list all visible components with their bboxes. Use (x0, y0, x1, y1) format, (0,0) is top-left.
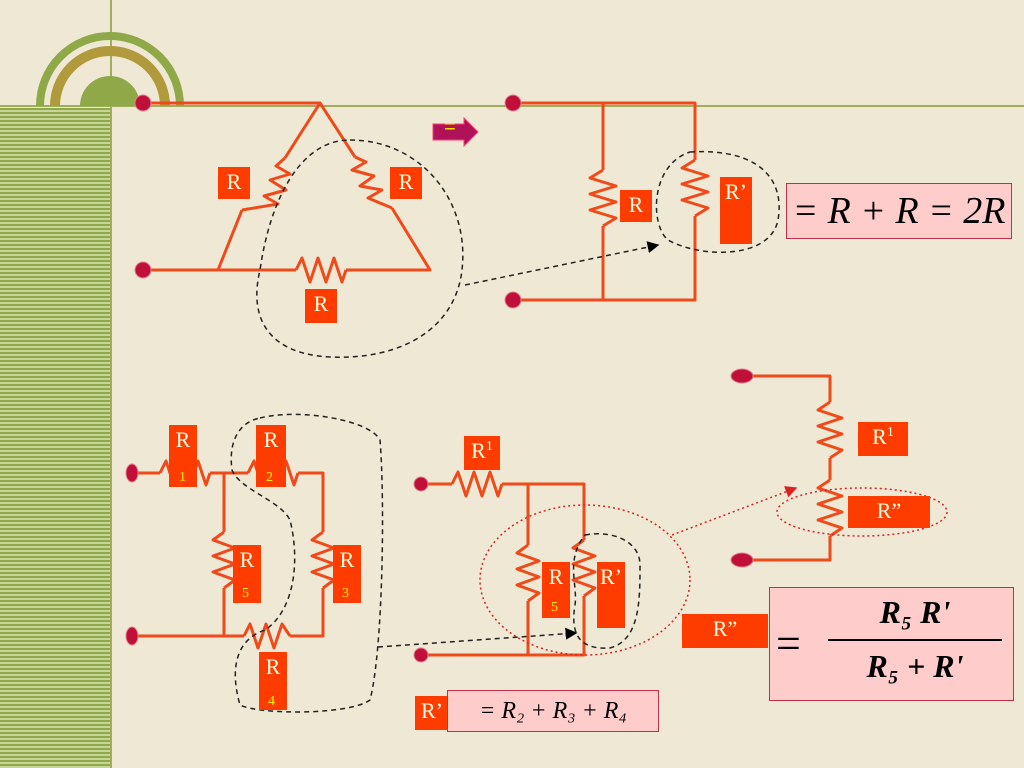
dashed-group-delta (256, 139, 464, 358)
terminal-series-top (730, 368, 754, 384)
label-bridge-r4: R (259, 652, 287, 710)
reduced-resistor-r1 (450, 470, 504, 498)
delta-resistor-right (350, 155, 393, 210)
equivalence-arrow-icon (432, 116, 479, 148)
label-bridge-r3-main: R (339, 547, 355, 572)
bridge-resistor-r4 (242, 622, 292, 650)
red-dotted-arrow (671, 486, 798, 536)
delta-circuit (143, 101, 432, 284)
label-series-r1-sub: 1 (886, 425, 894, 440)
bridge-resistor-r5 (211, 530, 237, 590)
label-bridge-r3: R (333, 545, 361, 603)
label-bridge-r5-sub: 5 (242, 586, 249, 601)
dashed-group-bridge (230, 413, 384, 713)
label-parallel-r: R (620, 190, 652, 222)
left-stripe-panel (0, 108, 110, 768)
label-bridge-r1-main: R (175, 427, 191, 452)
terminal-reduced-bottom (413, 647, 429, 663)
label-bridge-r1: R (169, 425, 197, 487)
terminal-delta-top (134, 94, 152, 112)
label-series-r1-main: R (872, 424, 887, 449)
dashed-arrow-bottom (377, 627, 578, 648)
delta-resistor-left (241, 156, 292, 212)
equation-rprime: = R₂ + R₃ + R₄ (447, 690, 659, 732)
dashed-group-reduced (572, 533, 641, 649)
label-bridge-r4-sub: 4 (268, 694, 275, 709)
label-rprime-equation: R’ (415, 696, 449, 730)
label-series-rdouble: R” (848, 496, 930, 528)
dashed-arrow-top (464, 241, 660, 286)
label-reduced-r1-main: R (471, 438, 486, 463)
reduced-resistor-rprime (571, 538, 597, 598)
equation-rdouble-equals: = (776, 619, 801, 668)
delta-resistor-bottom (294, 256, 348, 284)
label-delta-left: R (218, 167, 250, 199)
label-reduced-r5-sub: 5 (551, 600, 558, 615)
label-bridge-r2-sub: 2 (266, 470, 273, 485)
label-bridge-r1-sub: 1 (179, 470, 186, 485)
terminal-bridge-top (125, 463, 139, 483)
label-bridge-r2: R (256, 425, 286, 487)
red-dotted-group-parallel (479, 504, 691, 656)
terminal-series-bottom (730, 552, 754, 568)
red-dotted-group-series (776, 487, 948, 537)
label-bridge-r2-main: R (263, 427, 279, 452)
reduced-resistor-r5 (515, 543, 541, 603)
label-bridge-r5: R (233, 545, 261, 603)
dashed-group-rprime (655, 150, 780, 253)
label-reduced-r1-sub: 1 (485, 439, 493, 454)
terminal-reduced-top (413, 476, 429, 492)
parallel-resistor-r (588, 168, 618, 228)
equation-rdouble-denominator: R₅ + R' (866, 648, 964, 684)
parallel-resistor-rprime (680, 158, 710, 218)
label-reduced-rprime: R’ (597, 562, 625, 628)
terminal-bridge-bottom (125, 626, 139, 646)
fraction-bar (828, 639, 1002, 641)
equivalence-symbol: = (444, 116, 456, 138)
label-bridge-r3-sub: 3 (342, 586, 349, 601)
arc-logo (36, 32, 184, 107)
label-rdouble-equation: R” (682, 614, 768, 648)
label-bridge-r5-main: R (239, 547, 255, 572)
label-reduced-r5-main: R (548, 564, 564, 589)
label-reduced-r5: R (542, 562, 570, 618)
series-resistor-r1 (816, 400, 844, 460)
label-bridge-r4-main: R (265, 654, 281, 679)
terminal-parallel-bottom (504, 291, 522, 309)
equation-top: = R + R = 2R (786, 183, 1012, 239)
label-delta-right: R (390, 167, 422, 199)
equation-rdouble: = R₅ R' R₅ + R' (769, 587, 1014, 701)
terminal-parallel-top (504, 94, 522, 112)
label-delta-bottom: R (305, 289, 337, 323)
series-resistor-rdouble (816, 478, 844, 538)
bridge-resistor-r3 (310, 530, 336, 590)
parallel-circuit (513, 101, 710, 302)
label-parallel-rprime: R’ (720, 177, 752, 244)
series-circuit (742, 374, 844, 562)
equation-rdouble-numerator: R₅ R' (879, 594, 951, 630)
terminal-delta-bottom (134, 261, 152, 279)
